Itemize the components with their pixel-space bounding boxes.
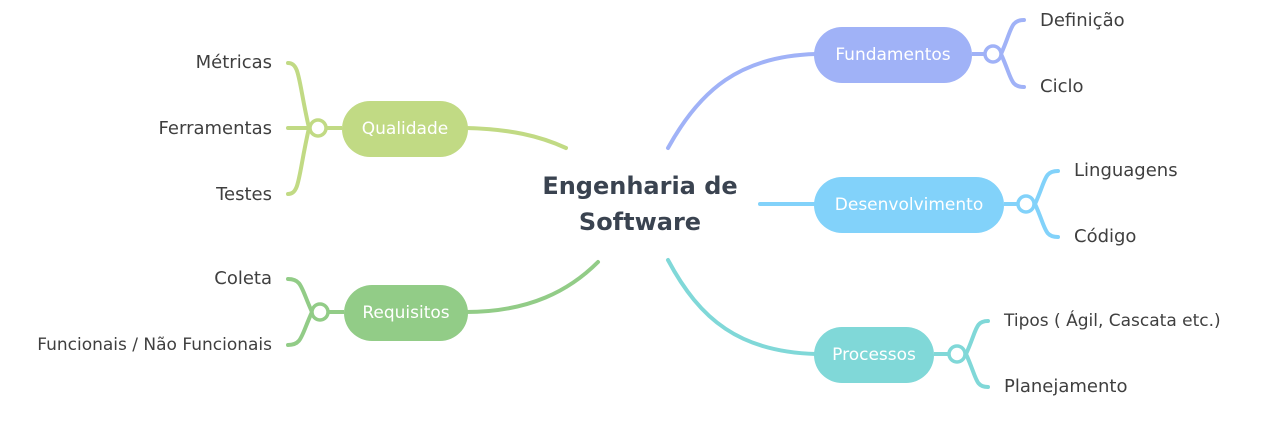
branch-node-qualidade[interactable]: Qualidade	[342, 101, 468, 157]
central-topic-line-1: Engenharia de	[542, 172, 738, 200]
connector-desenvolvimento-codigo	[1033, 202, 1060, 239]
central-topic-line-2: Software	[578, 208, 702, 236]
connector-qualidade-metricas	[286, 61, 311, 130]
leaf-coleta[interactable]: Coleta	[214, 268, 272, 289]
connector-requisitos	[464, 260, 600, 314]
branch-node-desenvolvimento[interactable]: Desenvolvimento	[814, 177, 1004, 233]
leaf-planejamento[interactable]: Planejamento	[1004, 376, 1128, 397]
connector-processos-tipos	[964, 319, 990, 356]
leaf-linguagens[interactable]: Linguagens	[1074, 160, 1178, 181]
leaf-ferramentas[interactable]: Ferramentas	[158, 118, 272, 139]
branch-label-processos: Processos	[832, 345, 916, 365]
leaf-codigo[interactable]: Código	[1074, 226, 1137, 247]
connector-requisitos-coleta	[286, 277, 314, 314]
leaf-funcionais[interactable]: Funcionais / Não Funcionais	[37, 335, 272, 355]
collapse-toggle-requisitos[interactable]	[310, 302, 330, 322]
branch-node-fundamentos[interactable]: Fundamentos	[814, 27, 972, 83]
branch-label-fundamentos: Fundamentos	[835, 45, 951, 65]
branch-label-qualidade: Qualidade	[361, 119, 449, 139]
connector-qualidade-testes	[286, 126, 311, 196]
connector-processos-planejamento	[964, 352, 990, 389]
branch-label-desenvolvimento: Desenvolvimento	[834, 195, 984, 215]
connector-fundamentos-definicao	[999, 18, 1026, 56]
branch-label-requisitos: Requisitos	[362, 303, 450, 323]
connector-processos	[666, 258, 818, 356]
collapse-toggle-fundamentos[interactable]	[983, 44, 1003, 64]
connector-requisitos-funcionais	[286, 310, 314, 347]
leaf-metricas[interactable]: Métricas	[195, 52, 272, 73]
connector-desenvolvimento-linguagens	[1033, 169, 1060, 206]
branch-node-requisitos[interactable]: Requisitos	[344, 285, 468, 341]
connector-fundamentos-ciclo	[999, 52, 1026, 89]
leaf-tipos[interactable]: Tipos ( Ágil, Cascata etc.)	[1004, 311, 1221, 331]
central-topic[interactable]: Engenharia de Software	[520, 168, 760, 240]
connector-fundamentos	[666, 52, 818, 150]
collapse-toggle-desenvolvimento[interactable]	[1016, 194, 1036, 214]
collapse-toggle-qualidade[interactable]	[308, 118, 328, 138]
collapse-toggle-processos[interactable]	[947, 344, 967, 364]
connector-qualidade	[464, 126, 568, 150]
leaf-testes[interactable]: Testes	[216, 184, 272, 205]
leaf-definicao[interactable]: Definição	[1040, 10, 1125, 31]
branch-node-processos[interactable]: Processos	[814, 327, 934, 383]
leaf-ciclo[interactable]: Ciclo	[1040, 76, 1084, 97]
